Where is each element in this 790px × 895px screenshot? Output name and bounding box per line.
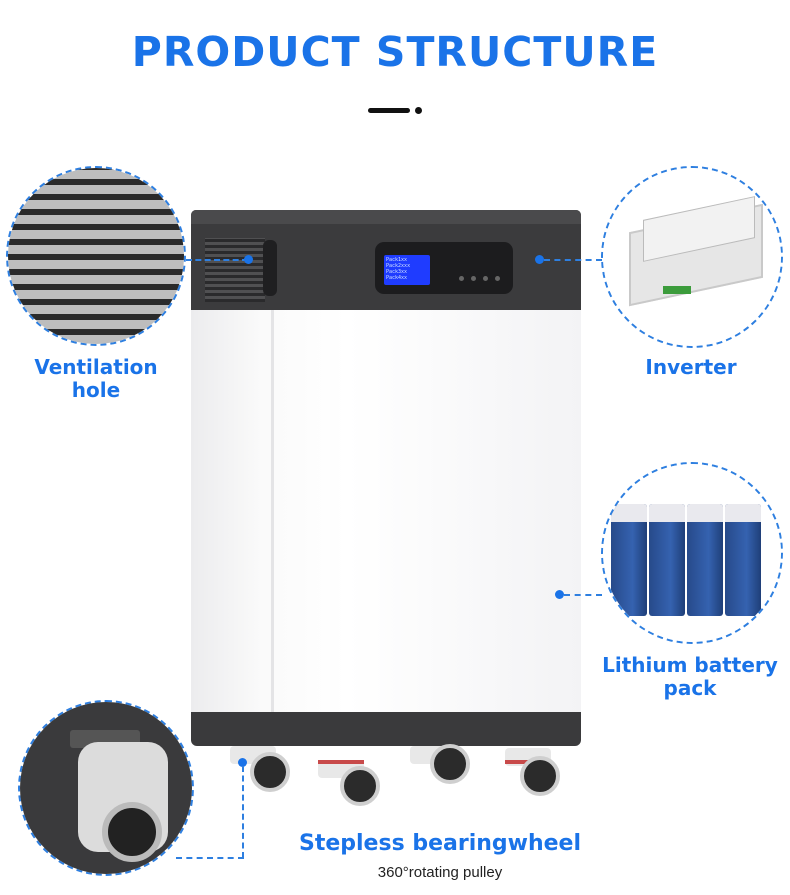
inverter-pin (535, 255, 544, 264)
caster-wheel (430, 744, 470, 784)
wheel-leader-horizontal (176, 857, 244, 859)
caster-wheel (520, 756, 560, 796)
battery-cell (725, 504, 761, 616)
battery-zoom-circle (601, 462, 783, 644)
cabinet-top-section: Pack1xx Pack2xxx Pack3xx Pack4xx (191, 210, 581, 310)
battery-label-line2: pack (663, 676, 717, 700)
wheel-leader-vertical (242, 766, 244, 858)
caster-brake (318, 760, 364, 764)
panel-button (483, 276, 488, 281)
battery-cell-top (649, 504, 685, 522)
battery-leader-line (564, 594, 602, 596)
inverter-zoom-circle (601, 166, 783, 348)
lcd-line: Pack4xx (386, 275, 408, 281)
page-title: PRODUCT STRUCTURE (131, 28, 659, 76)
battery-pin (555, 590, 564, 599)
battery-closeup (603, 464, 781, 642)
ventilation-grille (205, 238, 265, 302)
cabinet-body (191, 310, 581, 718)
battery-cell-top (687, 504, 723, 522)
battery-cell (649, 504, 685, 616)
ventilation-zoom-circle (6, 166, 186, 346)
control-panel: Pack1xx Pack2xxx Pack3xx Pack4xx (375, 242, 513, 294)
lcd-line: Pack1xx (386, 257, 408, 263)
battery-cell-top (611, 504, 647, 522)
inverter-label: Inverter (645, 355, 737, 379)
battery-label-line1: Lithium battery (602, 653, 778, 677)
ventilation-label-line2: hole (71, 378, 121, 402)
lcd-line: Pack3xx (386, 269, 408, 275)
caster-wheel (250, 752, 290, 792)
wheel-closeup (20, 702, 192, 874)
inverter-leader-line (544, 259, 602, 261)
cabinet-edge (271, 310, 274, 718)
title-divider (368, 108, 410, 113)
cabinet-handle (263, 240, 277, 296)
wheel-label: Stepless bearingwheel (298, 831, 582, 856)
lcd-display: Pack1xx Pack2xxx Pack3xx Pack4xx (384, 255, 430, 285)
wheel-tire (102, 802, 162, 862)
inverter-closeup (603, 168, 781, 346)
ventilation-label: Ventilation hole (0, 356, 192, 402)
lcd-line: Pack2xxx (386, 263, 411, 269)
ventilation-closeup (8, 168, 184, 344)
wheel-pin (238, 758, 247, 767)
wheel-sublabel: 360°rotating pulley (377, 864, 503, 881)
ventilation-pin (244, 255, 253, 264)
panel-button (459, 276, 464, 281)
inverter-terminal (663, 286, 691, 294)
title-divider-dot (415, 107, 422, 114)
ventilation-leader-line (186, 259, 248, 261)
caster-wheel (340, 766, 380, 806)
battery-cell (687, 504, 723, 616)
panel-button (471, 276, 476, 281)
cabinet-lid (191, 210, 581, 224)
panel-button (495, 276, 500, 281)
wheel-zoom-circle (18, 700, 194, 876)
battery-label: Lithium battery pack (592, 654, 788, 700)
ventilation-label-line1: Ventilation (34, 355, 158, 379)
cabinet-base (191, 712, 581, 746)
battery-cell-top (725, 504, 761, 522)
battery-cell (611, 504, 647, 616)
